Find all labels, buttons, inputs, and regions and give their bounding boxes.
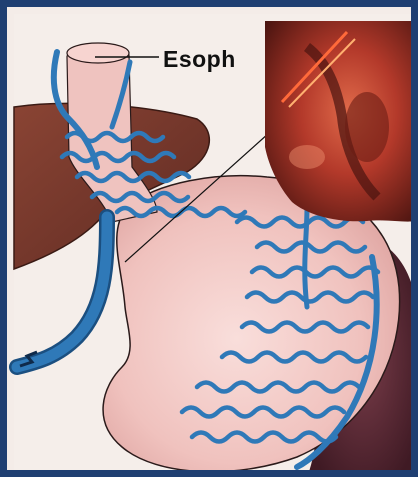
anatomy-illustration <box>7 7 418 477</box>
endoscopy-inset <box>265 21 418 222</box>
esophagus-label: Esoph <box>163 46 236 73</box>
